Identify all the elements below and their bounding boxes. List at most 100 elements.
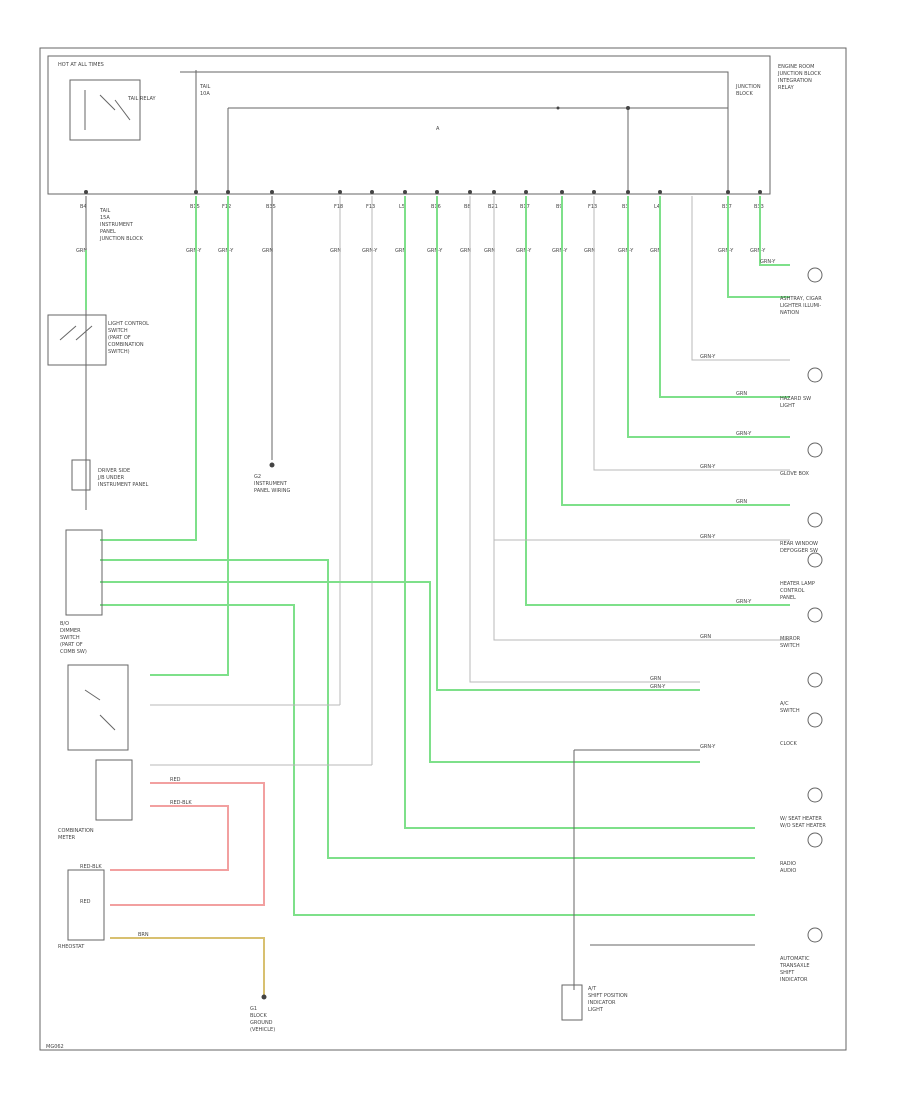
wire-color-label: GRN xyxy=(584,248,595,254)
pin-dot xyxy=(560,190,564,194)
ashtray-light-label: ASHTRAY, CIGAR xyxy=(780,296,822,302)
pin-label: F18 xyxy=(334,204,343,210)
wire-color-label: GRN xyxy=(76,248,87,254)
automatic-transaxle-bulb xyxy=(807,927,823,943)
heater-control-label: SWITCH xyxy=(780,708,800,714)
pin-label: F13 xyxy=(588,204,597,210)
dimmer-label-line: (PART OF xyxy=(60,642,83,648)
mirror-switch-label: SWITCH xyxy=(780,643,800,649)
shift-indicator-label-line: SHIFT POSITION xyxy=(588,993,628,999)
light-control-label-line: SWITCH) xyxy=(108,349,130,355)
wire-run-label: GRN-Y xyxy=(700,464,716,470)
pin-dot xyxy=(194,190,198,194)
tail-fuse-label-line: 15A xyxy=(100,215,110,221)
tail-fuse-label-line: JUNCTION BLOCK xyxy=(99,236,144,242)
tail-relay-label: TAIL RELAY xyxy=(127,96,157,102)
ground-left-label-line: GROUND xyxy=(250,1020,273,1026)
automatic-transaxle-label: AUTOMATIC xyxy=(780,956,810,962)
heater-lamp-label: CONTROL xyxy=(780,588,805,594)
light-control-switch xyxy=(47,314,107,366)
mirror-switch-bulb xyxy=(807,607,823,623)
seat-heater-bulb xyxy=(807,787,823,803)
tail-fuse-label-line: PANEL xyxy=(100,229,116,235)
ground-left xyxy=(261,462,275,1000)
dimmer-label-line: B/O xyxy=(60,621,69,627)
ashtray-light-bulb xyxy=(807,267,823,283)
page-frame xyxy=(39,47,847,1051)
combination-meter-label-line: METER xyxy=(58,835,76,841)
wire-run-label: GRN xyxy=(650,676,661,682)
wire-run-label: GRN-Y xyxy=(760,259,776,265)
pin-label: B21 xyxy=(488,204,498,210)
pin-dot xyxy=(758,190,762,194)
radio-label: RADIO xyxy=(780,861,796,867)
pin-dot xyxy=(468,190,472,194)
pin-label: L5 xyxy=(399,204,405,210)
radio-label: AUDIO xyxy=(780,868,796,874)
pin-label: B9 xyxy=(556,204,563,210)
heater-lamp-label: HEATER LAMP xyxy=(780,581,815,587)
ground-left-label-line: (VEHICLE) xyxy=(250,1027,275,1033)
clock-bulb xyxy=(807,712,823,728)
pin-label: B33 xyxy=(754,204,764,210)
dimmer-label-line: SWITCH xyxy=(60,635,80,641)
junction-panel-label-line: J/B UNDER xyxy=(97,475,125,481)
fuse-box-title: HOT AT ALL TIMES xyxy=(58,62,104,68)
wire-run-label: BRN xyxy=(138,932,149,938)
wire-run-label: GRN xyxy=(736,499,747,505)
pin-label: B17 xyxy=(520,204,530,210)
svg-text:A: A xyxy=(436,126,440,132)
junction-panel xyxy=(65,529,103,616)
wire-color-label: GRN xyxy=(460,248,471,254)
heater-lamp-bulb xyxy=(807,552,823,568)
rheostat xyxy=(67,869,105,941)
pin-dot xyxy=(726,190,730,194)
wire-run-label: GRN-Y xyxy=(700,744,716,750)
ashtray-light-label: LIGHTER ILLUMI- xyxy=(780,303,821,309)
tail-fuse-label-line: INSTRUMENT xyxy=(100,222,134,228)
wire-run-label: GRN-Y xyxy=(736,431,752,437)
wire-color-label: GRN-Y xyxy=(618,248,634,254)
right-title-3: INTEGRATION xyxy=(778,78,812,84)
combination-meter-label-line: COMBINATION xyxy=(58,828,94,834)
fuse-label-2: 10A xyxy=(200,91,210,97)
svg-text:BLOCK: BLOCK xyxy=(736,91,753,97)
glove-box-label: GLOVE BOX xyxy=(780,471,809,477)
pin-dot xyxy=(370,190,374,194)
wire-run-label: GRN xyxy=(700,634,711,640)
automatic-transaxle-label: SHIFT xyxy=(780,970,795,976)
wire-color-label: GRN-Y xyxy=(750,248,766,254)
pin-label: L4 xyxy=(654,204,660,210)
wire-run-label: GRN-Y xyxy=(700,534,716,540)
ground-center-label-line: G2 xyxy=(254,474,261,480)
heater-control-label: A/C xyxy=(780,701,789,707)
wire-run-label: RED-BLK xyxy=(80,864,102,870)
dimmer-label-line: DIMMER xyxy=(60,628,81,634)
pin-dot xyxy=(626,190,630,194)
wire-color-label: GRN-Y xyxy=(516,248,532,254)
heater-control-bulb xyxy=(807,672,823,688)
light-control-label-line: (PART OF xyxy=(108,335,131,341)
right-title-2: JUNCTION BLOCK xyxy=(777,71,822,77)
pin-label: B8 xyxy=(464,204,471,210)
light-control-label-line: SWITCH xyxy=(108,328,128,334)
light-control-label-line: LIGHT CONTROL xyxy=(108,321,149,327)
glove-box: GLOVE BOX xyxy=(780,442,823,477)
automatic-transaxle-label: INDICATOR xyxy=(780,977,808,983)
heater-lamp-label: PANEL xyxy=(780,595,796,601)
hazard-switch-label: HAZARD SW xyxy=(780,396,811,402)
wire-run-label: RED-BLK xyxy=(170,800,192,806)
